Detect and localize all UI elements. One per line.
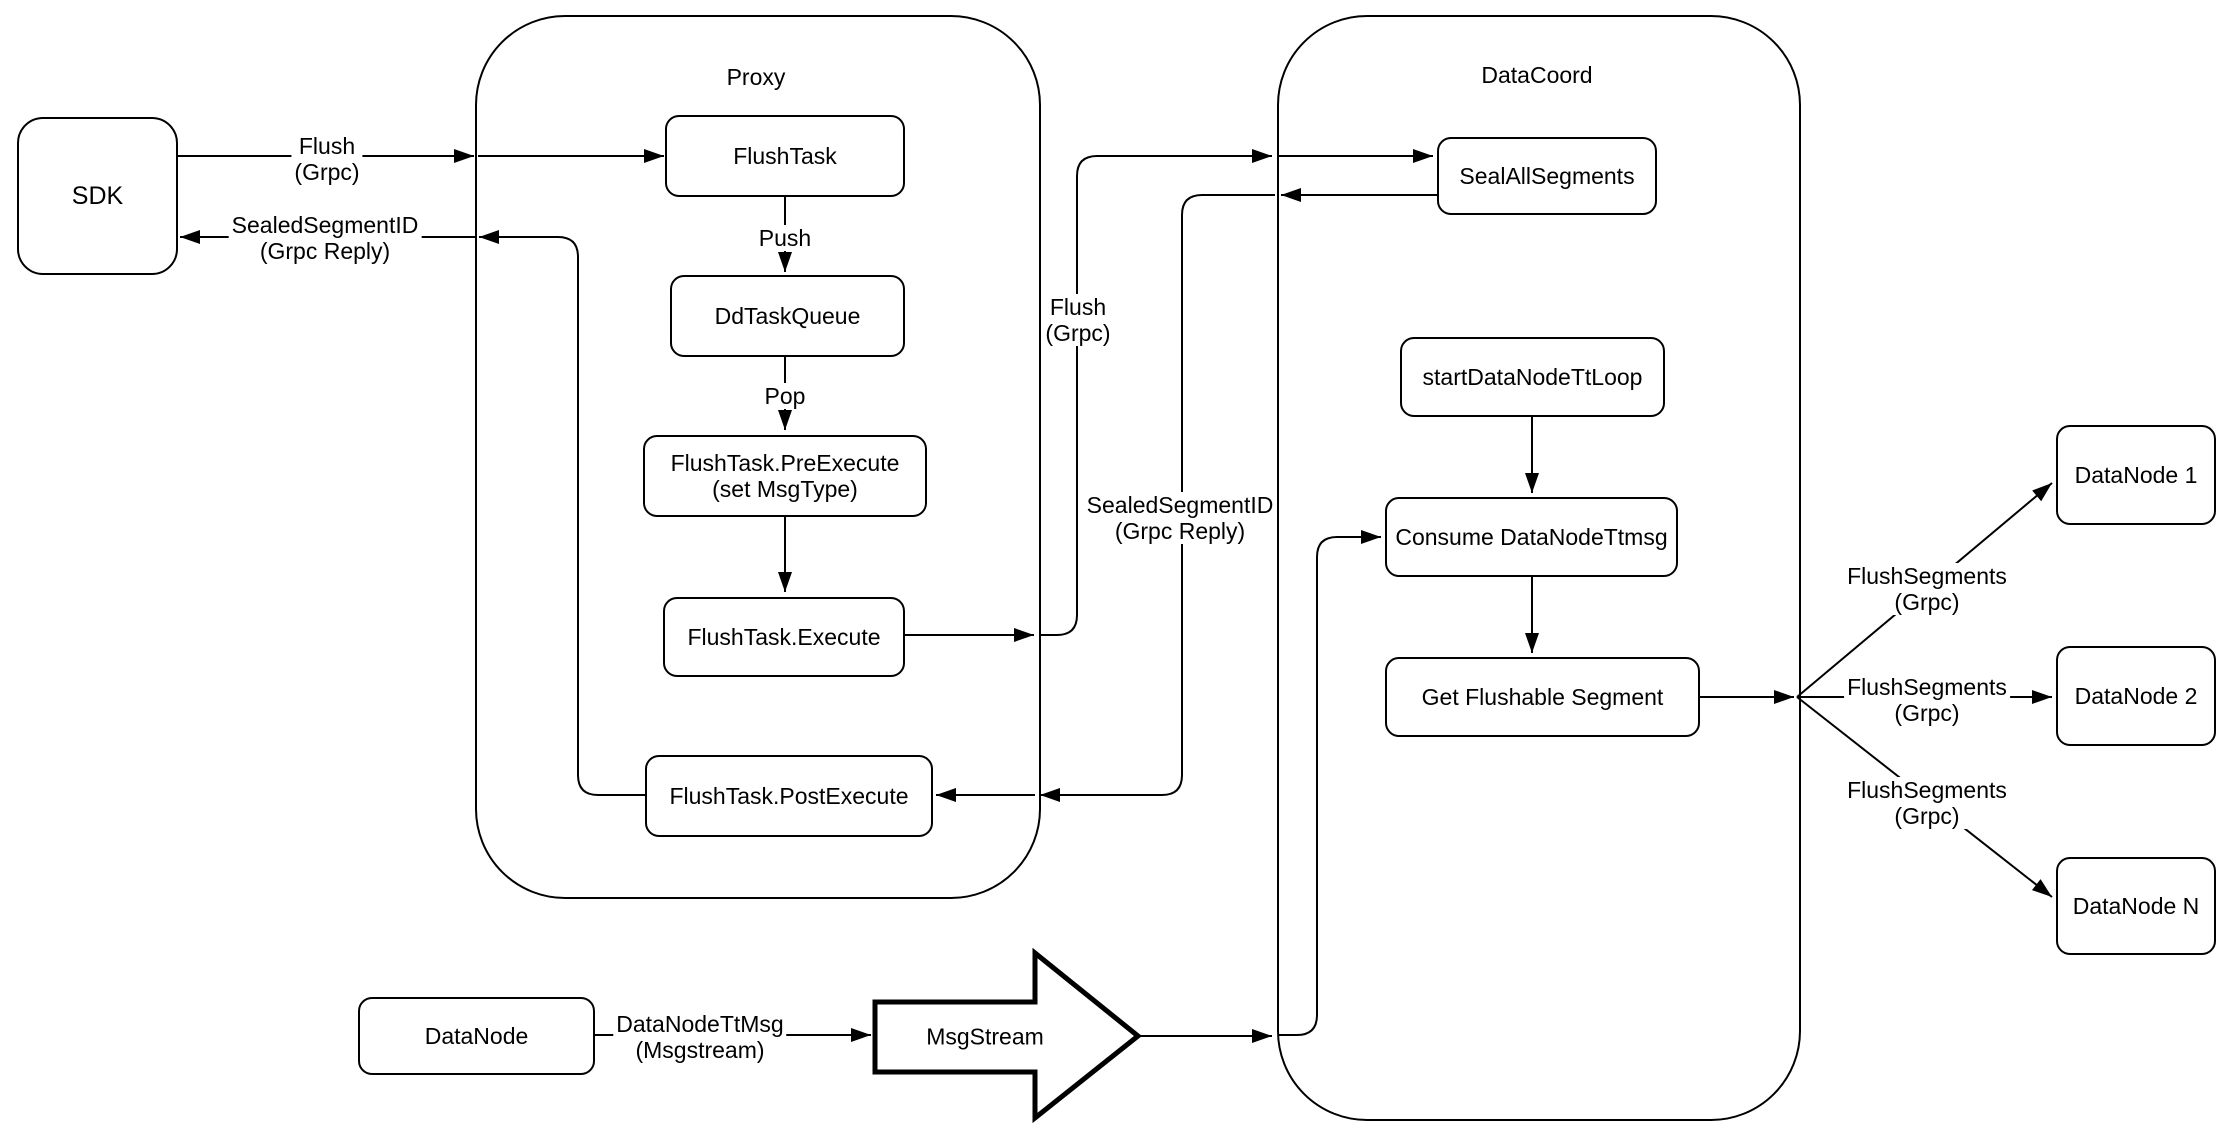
datacoord-container <box>1277 15 1801 1121</box>
msgstream-block-arrow <box>872 947 1142 1124</box>
edge-label-flushsegments-2: FlushSegments (Grpc) <box>1844 674 2010 726</box>
node-flushtask-postexecute: FlushTask.PostExecute <box>645 755 933 837</box>
datacoord-container-title: DataCoord <box>1481 62 1593 88</box>
node-datanode-1-label: DataNode 1 <box>2074 461 2198 488</box>
node-sealallsegments: SealAllSegments <box>1437 137 1657 215</box>
node-flushtask-label: FlushTask <box>733 142 837 169</box>
node-consume-datanodettmsg-label: Consume DataNodeTtmsg <box>1395 523 1668 550</box>
node-flushtask-preexecute-line2: (set MsgType) <box>712 476 858 502</box>
edge-label-sealedsegmentid-datacoord: SealedSegmentID (Grpc Reply) <box>1083 492 1277 544</box>
edge-label-flushsegments-3: FlushSegments (Grpc) <box>1844 777 2010 829</box>
node-flushtask-preexecute-line1: FlushTask.PreExecute <box>670 449 900 476</box>
node-startdatanodettloop: startDataNodeTtLoop <box>1400 337 1665 417</box>
node-flushtask: FlushTask <box>665 115 905 197</box>
node-startdatanodettloop-label: startDataNodeTtLoop <box>1422 363 1643 390</box>
node-sdk: SDK <box>17 117 178 275</box>
edge-datacoord-border-to-consume <box>1279 530 1381 1036</box>
node-ddtaskqueue: DdTaskQueue <box>670 275 905 357</box>
node-consume-datanodettmsg: Consume DataNodeTtmsg <box>1385 497 1678 577</box>
edge-postexecute-to-proxy-border <box>479 230 645 796</box>
edge-label-push: Push <box>755 225 815 251</box>
node-datanode-2: DataNode 2 <box>2056 646 2216 746</box>
node-flushtask-postexecute-label: FlushTask.PostExecute <box>669 782 909 809</box>
edge-label-datanodettmsg: DataNodeTtMsg (Msgstream) <box>613 1011 787 1063</box>
msgstream-label: MsgStream <box>926 1023 1044 1050</box>
node-sealallsegments-label: SealAllSegments <box>1459 162 1635 189</box>
node-get-flushable-segment-label: Get Flushable Segment <box>1421 683 1664 710</box>
proxy-container <box>475 15 1041 899</box>
node-datanode-n: DataNode N <box>2056 857 2216 955</box>
node-flushtask-execute-label: FlushTask.Execute <box>687 623 881 650</box>
node-datanode-n-label: DataNode N <box>2072 892 2200 919</box>
edge-label-flush-grpc-sdk: Flush (Grpc) <box>291 133 363 185</box>
node-datanode-1: DataNode 1 <box>2056 425 2216 525</box>
node-sdk-label: SDK <box>71 181 124 210</box>
edge-label-flushsegments-1: FlushSegments (Grpc) <box>1844 563 2010 615</box>
edge-proxy-border-to-datacoord-border <box>1039 149 1272 636</box>
node-flushtask-execute: FlushTask.Execute <box>663 597 905 677</box>
node-datanode-2-label: DataNode 2 <box>2074 682 2198 709</box>
node-ddtaskqueue-label: DdTaskQueue <box>714 302 861 329</box>
node-get-flushable-segment: Get Flushable Segment <box>1385 657 1700 737</box>
proxy-container-title: Proxy <box>726 64 786 90</box>
edge-label-pop: Pop <box>761 383 809 409</box>
node-datanode-bottom-label: DataNode <box>424 1022 529 1049</box>
edge-label-flush-grpc-datacoord: Flush (Grpc) <box>1042 294 1114 346</box>
node-datanode-bottom: DataNode <box>358 997 595 1075</box>
edge-label-sealedsegmentid-sdk: SealedSegmentID (Grpc Reply) <box>228 212 422 264</box>
node-flushtask-preexecute: FlushTask.PreExecute (set MsgType) <box>643 435 927 517</box>
